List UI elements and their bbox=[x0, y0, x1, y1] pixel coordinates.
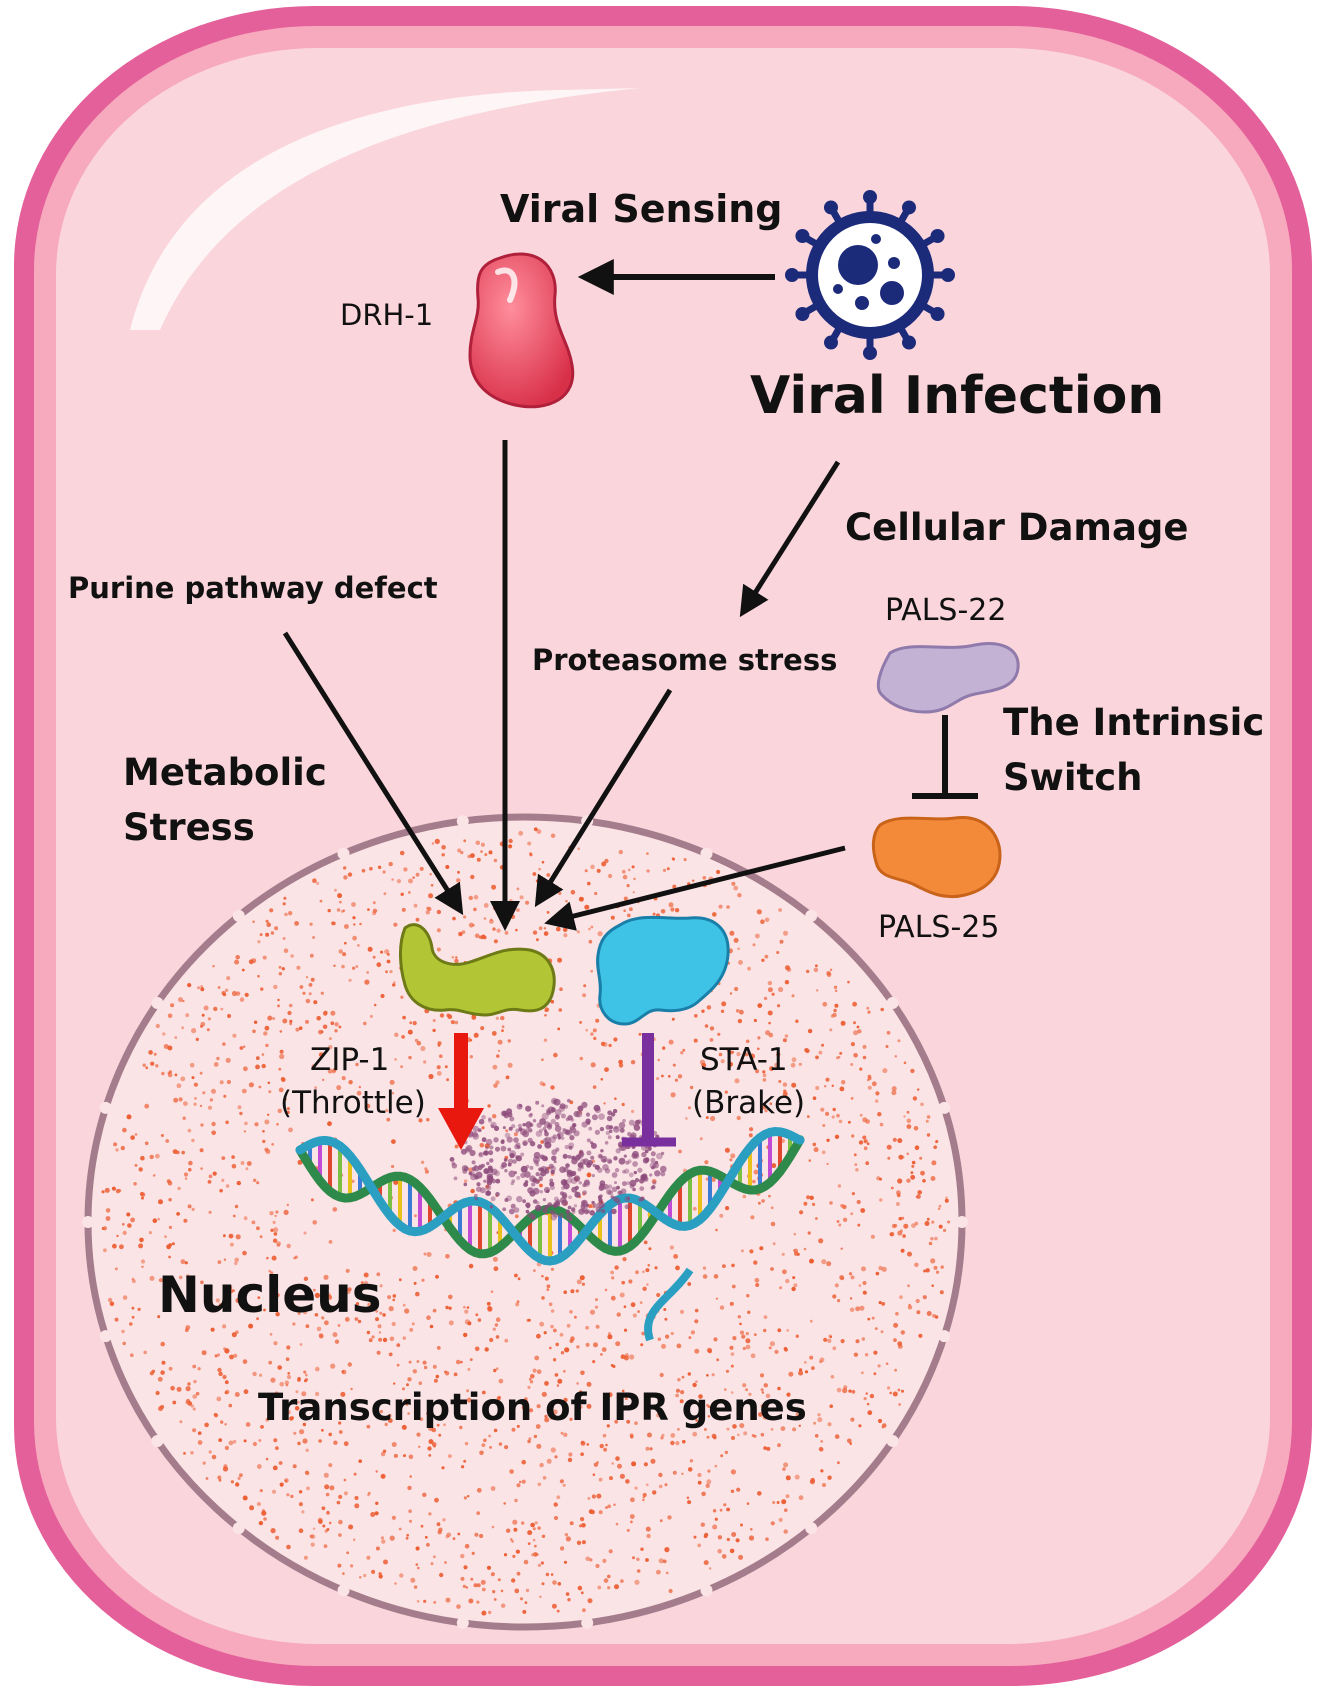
sta1-label-line2: (Brake) bbox=[692, 1085, 805, 1121]
drh1-highlight bbox=[495, 267, 518, 303]
intrinsic-switch-line1: The Intrinsic bbox=[1003, 701, 1264, 744]
dna-helix-icon bbox=[295, 1097, 805, 1342]
chromatin-cloud bbox=[449, 1097, 667, 1221]
purine-defect-label: Purine pathway defect bbox=[68, 571, 438, 605]
sta1-inhibition-bar bbox=[622, 1033, 676, 1147]
nuclear-pores bbox=[82, 815, 968, 1629]
pals22-inhibits-pals25 bbox=[912, 715, 978, 799]
proteasome-to-zip1-arrow bbox=[534, 688, 673, 908]
zip1-activation-arrow bbox=[438, 1033, 484, 1150]
virus-icon bbox=[785, 190, 955, 360]
sta1-protein-icon bbox=[596, 915, 730, 1026]
drh1-label: DRH-1 bbox=[340, 298, 433, 332]
labels: Viral Sensing DRH-1 Viral Infection Cell… bbox=[68, 187, 1264, 1429]
pals25-to-zip1-arrow bbox=[544, 845, 846, 931]
metabolic-stress-line1: Metabolic bbox=[123, 751, 327, 794]
intrinsic-switch-line2: Switch bbox=[1003, 756, 1142, 799]
pals25-label: PALS-25 bbox=[878, 910, 999, 945]
transcription-label: Transcription of IPR genes bbox=[258, 1386, 807, 1429]
cellular-damage-label: Cellular Damage bbox=[845, 506, 1189, 549]
sta1-label-line1: STA-1 bbox=[700, 1042, 788, 1078]
purine-to-zip1-arrow bbox=[282, 631, 464, 916]
metabolic-stress-line2: Stress bbox=[123, 806, 255, 849]
nucleus-label: Nucleus bbox=[158, 1266, 382, 1324]
pals22-protein-icon bbox=[876, 642, 1020, 714]
pathway-arrows bbox=[282, 259, 978, 1150]
pals22-label: PALS-22 bbox=[885, 593, 1006, 628]
zip1-label-line2: (Throttle) bbox=[280, 1085, 426, 1121]
proteasome-stress-label: Proteasome stress bbox=[532, 643, 837, 677]
zip1-label-line1: ZIP-1 bbox=[310, 1042, 389, 1078]
pals25-protein-icon bbox=[871, 816, 1002, 899]
zip1-protein-icon bbox=[399, 923, 556, 1017]
viral-sensing-label: Viral Sensing bbox=[500, 187, 783, 231]
drh1-protein-icon bbox=[468, 252, 575, 409]
infection-to-proteasome-arrow bbox=[739, 460, 841, 618]
viral-infection-label: Viral Infection bbox=[750, 366, 1164, 426]
cell-highlight bbox=[130, 88, 640, 330]
dna-tail bbox=[644, 1267, 694, 1342]
